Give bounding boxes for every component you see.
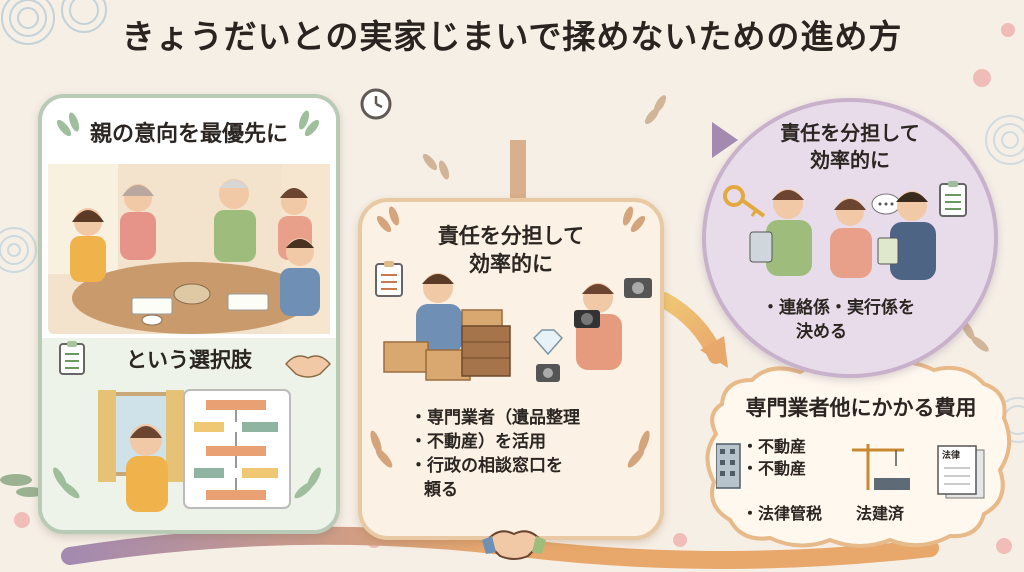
list-item: ・不動産）を活用 [410, 432, 546, 452]
clipboard-icon [375, 261, 403, 297]
document-label: 法律 [942, 451, 961, 461]
page-title: きょうだいとの実家じまいで揉めないための進め方 [121, 17, 903, 56]
suit-person [877, 191, 936, 280]
cost-list-bottom-1: ・法律管税 [742, 504, 823, 523]
clipboard-icon [59, 341, 85, 375]
left-card-heading: 親の意向を最優先に [89, 122, 288, 147]
key-icon [723, 185, 766, 218]
handshake-icon [482, 530, 546, 560]
middle-card-heading-line-1: 責任を分担して [437, 224, 585, 248]
list-item: ・不動産 [742, 459, 807, 478]
circle-card-heading-line-1: 責任を分担して [780, 121, 920, 145]
list-item: ・連絡係・実行係を [762, 298, 915, 318]
clipboard-icon [939, 181, 967, 217]
camera-icon [624, 278, 652, 298]
cost-heading: 専門業者他にかかる費用 [745, 396, 977, 420]
list-item: 決める [796, 322, 847, 342]
left-card-subheading: という選択肢 [126, 348, 252, 372]
thinking-person [126, 424, 168, 512]
handshake-icon [284, 355, 332, 378]
crane-icon [852, 444, 910, 490]
building-icon [716, 443, 741, 489]
left-card-illustration [42, 98, 336, 530]
wave-pattern-left [0, 227, 37, 273]
middle-card-illustration [370, 206, 652, 468]
document-icon [937, 445, 985, 499]
cost-illustration [716, 443, 985, 499]
cost-cloud: 専門業者他にかかる費用 法律 ・不動産 ・不動産 ・法律管税 法建済 [716, 384, 1006, 536]
card-share-responsibility-middle: 責任を分担して 効率的に ・専門業者（遺品整理 ・不動産）を活用 ・行政の相談窓… [358, 198, 664, 540]
list-item: 頼る [424, 480, 458, 500]
tablet-person [749, 189, 812, 276]
card-share-responsibility-circle: 責任を分担して 効率的に ・連絡係・実行係を 決める [702, 98, 998, 378]
cost-list-bottom-2: 法建済 [856, 504, 905, 523]
camera-icon-small [536, 364, 560, 382]
photographer-person [574, 283, 622, 370]
circle-card-heading-line-2: 効率的に [810, 148, 890, 172]
middle-card-list: ・専門業者（遺品整理 ・不動産）を活用 ・行政の相談窓口を 頼る [410, 406, 580, 502]
wave-pattern-top-left [1, 0, 107, 45]
circle-card-heading: 責任を分担して 効率的に [706, 120, 994, 174]
diamond-icon [532, 329, 564, 356]
family-people [70, 179, 320, 316]
speech-bubble-icon [871, 193, 901, 215]
middle-card-heading-line-2: 効率的に [469, 252, 553, 276]
table-items [131, 283, 269, 326]
leaf-branch-bottom-icon [370, 430, 650, 468]
cost-list: ・不動産 ・不動産 [742, 436, 806, 480]
card-parents-wishes: 親の意向を最優先に という選択肢 [38, 94, 340, 534]
circle-card-illustration [723, 181, 967, 280]
list-item: ・専門業者（遺品整理 [410, 408, 580, 428]
middle-card-heading: 責任を分担して 効率的に [362, 222, 660, 278]
flowchart-board [183, 389, 291, 509]
list-item: ・不動産 [742, 437, 807, 456]
leaf-branch-icon [56, 110, 320, 137]
pine-decoration [0, 474, 44, 497]
phone-person [830, 198, 872, 278]
leaf-branch-bottom-icon [53, 467, 321, 499]
circle-card-list: ・連絡係・実行係を 決める [762, 296, 915, 344]
clock-icon [360, 88, 392, 120]
furniture-icon [461, 325, 511, 377]
list-item: ・行政の相談窓口を [410, 456, 563, 476]
leaf-branch-icon [376, 206, 646, 233]
